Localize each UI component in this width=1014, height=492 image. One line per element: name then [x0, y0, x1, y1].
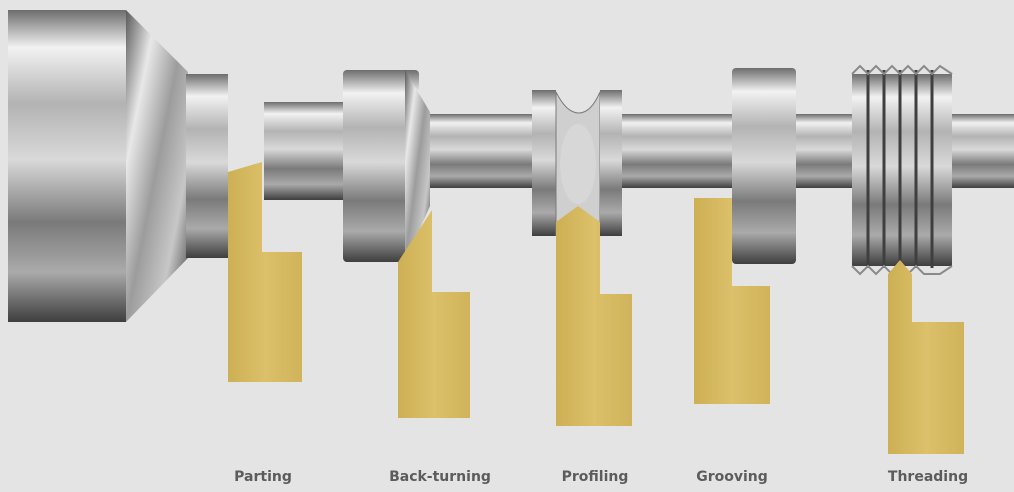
back-turning-tool [398, 210, 470, 418]
lathe-chuck [8, 10, 228, 322]
parting-section [264, 102, 344, 200]
label-back-turning: Back-turning [389, 469, 491, 485]
label-profiling: Profiling [561, 469, 629, 485]
back-turning-collar [343, 70, 430, 262]
profiling-tool [556, 206, 632, 426]
threaded-section [851, 64, 953, 276]
label-grooving: Grooving [696, 469, 768, 485]
label-parting: Parting [234, 469, 292, 485]
parting-tool [228, 162, 302, 382]
profiling-collar [532, 90, 622, 237]
label-threading: Threading [887, 469, 969, 485]
threading-tool [888, 260, 964, 454]
grooving-tool [694, 198, 770, 404]
grooving-collar [732, 68, 796, 264]
